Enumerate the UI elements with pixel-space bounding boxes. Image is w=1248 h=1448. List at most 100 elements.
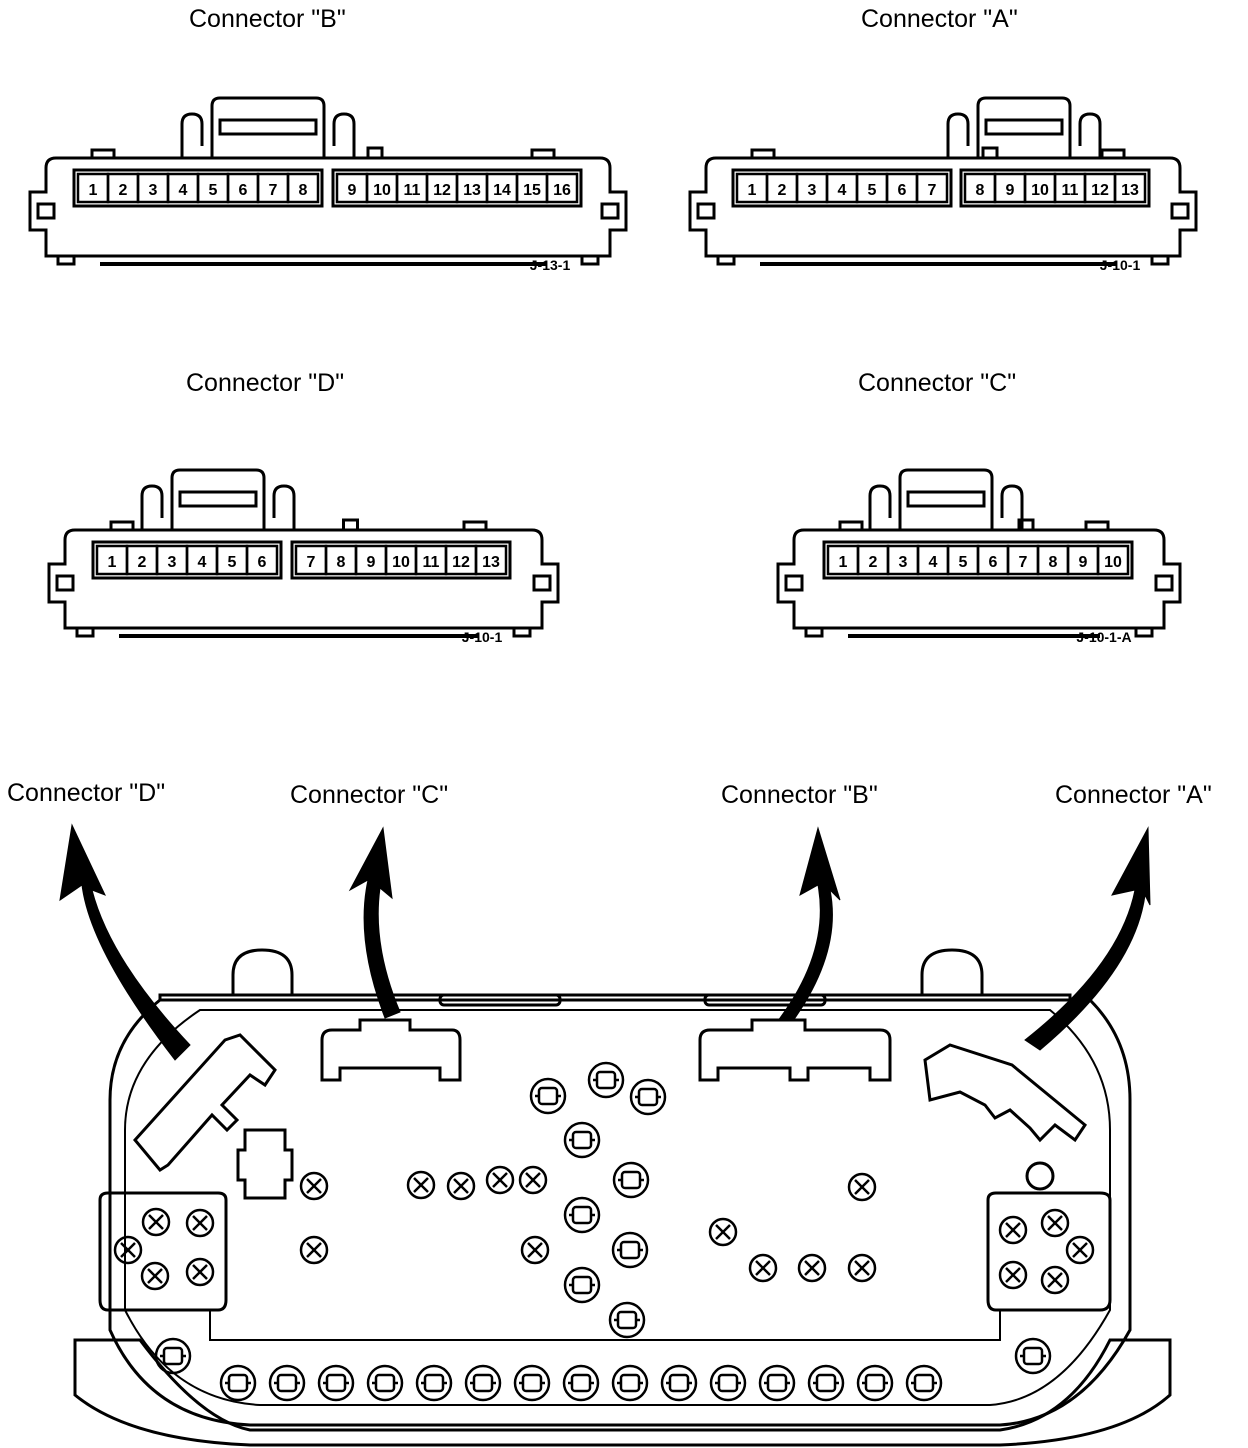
screws bbox=[113, 1165, 1095, 1295]
screw-symbol bbox=[185, 1257, 215, 1287]
part-code: J-10-1 bbox=[1100, 257, 1141, 273]
latch-slot bbox=[178, 490, 258, 508]
pin-number: 6 bbox=[239, 182, 248, 199]
callout-arrows bbox=[59, 823, 1151, 1061]
hole bbox=[1025, 1161, 1055, 1191]
pin-number: 5 bbox=[209, 182, 218, 199]
pin-number: 6 bbox=[989, 554, 998, 571]
arrow-connector-b bbox=[779, 826, 841, 1019]
pin-number: 1 bbox=[108, 554, 117, 571]
pin-number: 4 bbox=[179, 182, 188, 199]
bulb-socket bbox=[629, 1078, 667, 1116]
latch-slot bbox=[218, 118, 318, 136]
pin-block bbox=[331, 168, 583, 208]
connector-d-title: Connector "D" bbox=[186, 369, 345, 397]
side-clip bbox=[55, 574, 75, 592]
pin-number: 7 bbox=[307, 554, 316, 571]
connector-body bbox=[688, 156, 1198, 258]
pin-number: 8 bbox=[1049, 554, 1058, 571]
pin-number: 1 bbox=[839, 554, 848, 571]
pin-number: 6 bbox=[258, 554, 267, 571]
pin-number: 3 bbox=[899, 554, 908, 571]
foot bbox=[1150, 254, 1170, 266]
bulb-socket bbox=[563, 1121, 601, 1159]
bulb-socket bbox=[807, 1364, 845, 1402]
bulb-socket bbox=[758, 1364, 796, 1402]
latch-hood bbox=[976, 96, 1072, 158]
foot bbox=[56, 254, 76, 266]
pin-number: 7 bbox=[1019, 554, 1028, 571]
bulb-socket bbox=[268, 1364, 306, 1402]
socket-b bbox=[698, 1018, 892, 1082]
bulb-socket bbox=[563, 1196, 601, 1234]
pin-number: 8 bbox=[299, 182, 308, 199]
pin-block bbox=[72, 168, 324, 208]
pin-number: 8 bbox=[976, 182, 985, 199]
pin-number: 1 bbox=[89, 182, 98, 199]
screw-symbol bbox=[1040, 1208, 1070, 1238]
pin-cavity bbox=[545, 172, 579, 204]
pin-number: 12 bbox=[1091, 182, 1109, 199]
socket-d bbox=[133, 1033, 277, 1172]
bulb-socket bbox=[415, 1364, 453, 1402]
left-hook bbox=[868, 484, 892, 530]
callout-connector-b: Connector "B" bbox=[721, 781, 878, 809]
chip bbox=[236, 1128, 294, 1200]
side-clip bbox=[1154, 574, 1174, 592]
bulb-socket bbox=[464, 1364, 502, 1402]
screw-symbol bbox=[847, 1172, 877, 1202]
pin-cavity bbox=[1113, 172, 1147, 204]
screw-symbol bbox=[446, 1171, 476, 1201]
pin-number: 6 bbox=[898, 182, 907, 199]
side-clip bbox=[696, 202, 716, 220]
screw-symbol bbox=[1065, 1235, 1095, 1265]
pin-number: 5 bbox=[228, 554, 237, 571]
screw-symbol bbox=[998, 1260, 1028, 1290]
foot bbox=[1134, 626, 1154, 638]
side-clip bbox=[36, 202, 56, 220]
pin-number: 7 bbox=[269, 182, 278, 199]
pin-number: 9 bbox=[348, 182, 357, 199]
board-outline bbox=[73, 948, 1172, 1447]
callout-connector-c: Connector "C" bbox=[290, 781, 449, 809]
foot bbox=[75, 626, 95, 638]
arrow-connector-d bbox=[59, 823, 191, 1061]
screw-symbol bbox=[113, 1235, 143, 1265]
latch-slot bbox=[984, 118, 1064, 136]
bulb-socket bbox=[608, 1301, 646, 1339]
connector-body bbox=[776, 528, 1182, 630]
bulb-socket bbox=[709, 1364, 747, 1402]
pin-number: 2 bbox=[138, 554, 147, 571]
bulb-socket bbox=[905, 1364, 943, 1402]
bulb-socket bbox=[660, 1364, 698, 1402]
pin-block bbox=[290, 540, 512, 580]
pin-number: 9 bbox=[367, 554, 376, 571]
pin-number: 3 bbox=[808, 182, 817, 199]
arrow-connector-c bbox=[348, 826, 401, 1019]
pin-number: 5 bbox=[959, 554, 968, 571]
latch-hood bbox=[898, 468, 994, 530]
left-hook bbox=[180, 112, 204, 158]
side-clip bbox=[1170, 202, 1190, 220]
screw-symbol bbox=[998, 1215, 1028, 1245]
pin-number: 11 bbox=[404, 182, 421, 199]
pin-cavity bbox=[245, 544, 279, 576]
bulb-socket bbox=[154, 1337, 192, 1375]
latch-hood bbox=[170, 468, 266, 530]
pin-number: 4 bbox=[838, 182, 847, 199]
pin-number: 16 bbox=[553, 182, 571, 199]
right-hook bbox=[1078, 112, 1102, 158]
connector-b-title: Connector "B" bbox=[189, 5, 346, 33]
bulb-socket bbox=[529, 1077, 567, 1115]
pin-number: 2 bbox=[778, 182, 787, 199]
screw-symbol bbox=[847, 1253, 877, 1283]
bulb-socket bbox=[611, 1231, 649, 1269]
side-clip bbox=[532, 574, 552, 592]
connector-c-title: Connector "C" bbox=[858, 369, 1017, 397]
bulb-socket bbox=[317, 1364, 355, 1402]
pin-number: 3 bbox=[168, 554, 177, 571]
pin-block bbox=[731, 168, 953, 208]
pin-number: 2 bbox=[119, 182, 128, 199]
